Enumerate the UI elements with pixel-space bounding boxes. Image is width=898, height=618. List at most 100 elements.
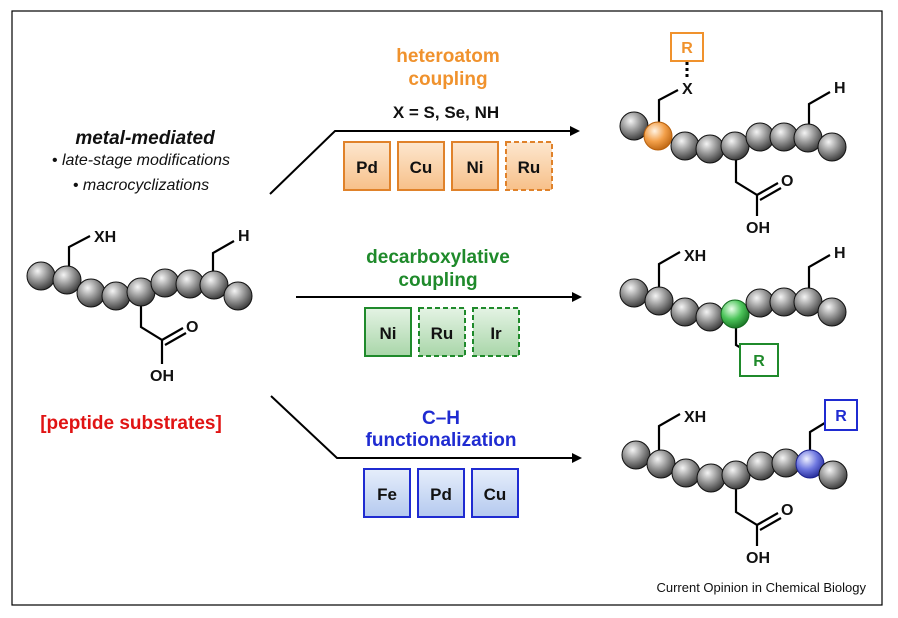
substrate-peptide: XH H O OH <box>26 228 253 385</box>
residue-bead <box>720 131 750 161</box>
bullet-late-stage: • late-stage modifications <box>52 152 230 169</box>
metal-box-cu-label: Cu <box>410 158 433 177</box>
ch-title-2: functionalization <box>366 430 517 451</box>
metal-box-ni-label: Ni <box>467 158 484 177</box>
product-h-label: H <box>834 245 846 262</box>
product-oh-label: OH <box>746 220 770 237</box>
residue-bead <box>817 297 847 327</box>
residue-bead <box>26 261 56 291</box>
arrow-heteroatom <box>269 126 580 195</box>
substrate-o-label: O <box>186 319 198 336</box>
substrate-carbonyl-double <box>164 332 187 346</box>
metal-box-pd-label: Pd <box>356 158 378 177</box>
product-x-label: X <box>682 81 693 98</box>
residue-bead <box>721 460 751 490</box>
product-h-sidechain <box>807 91 831 133</box>
product-r-box <box>739 343 779 377</box>
product-x-sidechain <box>657 89 679 125</box>
ch-title-1: C–H <box>422 408 460 429</box>
residue-bead <box>696 463 726 493</box>
metal-box-ni <box>364 307 412 357</box>
product-xh-label: XH <box>684 248 706 265</box>
metal-box-ru-label: Ru <box>518 158 541 177</box>
metal-box-cu <box>397 141 445 191</box>
residue-bead <box>199 270 229 300</box>
metal-box-cu-label: Cu <box>484 485 507 504</box>
product-oh-label: OH <box>746 550 770 567</box>
residue-bead <box>619 278 649 308</box>
residue-bead <box>746 451 776 481</box>
residue-bead <box>695 134 725 164</box>
substrate-h-label: H <box>238 228 250 245</box>
metal-box-fe-label: Fe <box>377 485 397 504</box>
heteroatom-product: R X H O OH <box>619 32 847 237</box>
substrate-xh-label: XH <box>94 229 116 246</box>
product-xh-label: XH <box>684 409 706 426</box>
metal-box-ir-dashed <box>472 307 520 357</box>
metal-box-ru-label: Ru <box>431 324 454 343</box>
product-residues <box>619 111 847 164</box>
residue-bead <box>671 458 701 488</box>
bullet-macrocyclizations: • macrocyclizations <box>73 177 209 194</box>
metal-box-pd-label: Pd <box>430 485 452 504</box>
residue-bead <box>150 268 180 298</box>
product-carbonyl-double <box>759 517 782 531</box>
product-xh-sidechain <box>657 251 681 290</box>
product-carbonyl <box>756 182 779 196</box>
residue-bead <box>670 131 700 161</box>
product-carbonyl-double <box>759 187 782 201</box>
source-credit: Current Opinion in Chemical Biology <box>656 580 866 595</box>
decarboxylative-product: XH H R <box>619 245 847 377</box>
metal-box-pd <box>343 141 391 191</box>
metal-box-ni <box>451 141 499 191</box>
product-r-label: R <box>753 353 765 370</box>
metal-box-fe <box>363 468 411 518</box>
product-o-label: O <box>781 173 793 190</box>
metal-box-ir-label: Ir <box>490 324 502 343</box>
residue-bead <box>52 265 82 295</box>
residue-bead <box>646 449 676 479</box>
metal-box-pd <box>417 468 465 518</box>
decarboxylative-title-1: decarboxylative <box>366 247 510 268</box>
metal-box-ru-dashed <box>418 307 466 357</box>
metal-box-ru-dashed <box>505 141 553 191</box>
residue-bead <box>644 286 674 316</box>
product-r-sidechain <box>808 420 829 456</box>
product-h-label: H <box>834 80 846 97</box>
heteroatom-title-1: heteroatom <box>396 46 499 67</box>
residue-bead <box>818 460 848 490</box>
residue-bead <box>223 281 253 311</box>
decarboxylative-title-2: coupling <box>398 270 477 291</box>
substrate-oh-label: OH <box>150 368 174 385</box>
residue-bead <box>670 297 700 327</box>
product-r-label: R <box>835 408 847 425</box>
product-residues <box>621 440 848 493</box>
heteroatom-condition: X = S, Se, NH <box>393 103 499 122</box>
residue-bead <box>817 132 847 162</box>
residue-bead <box>76 278 106 308</box>
product-carbonyl <box>756 512 779 526</box>
decarboxylative-metal-boxes: Ni Ru Ir <box>364 307 520 357</box>
metal-box-ni-label: Ni <box>380 324 397 343</box>
product-acid-sidechain <box>734 150 759 216</box>
metal-box-cu <box>471 468 519 518</box>
product-r-label: R <box>681 40 693 57</box>
product-h-sidechain <box>807 254 831 296</box>
residue-bead <box>101 281 131 311</box>
substrate-residues <box>26 261 253 311</box>
ch-product: XH R O OH <box>621 399 858 567</box>
product-o-label: O <box>781 502 793 519</box>
residue-bead-modified <box>643 121 673 151</box>
arrow-ch-functionalization <box>270 395 582 463</box>
residue-bead <box>695 302 725 332</box>
substrate-acid-sidechain <box>139 296 164 364</box>
ch-metal-boxes: Fe Pd Cu <box>363 468 519 518</box>
product-residues <box>619 278 847 332</box>
residue-bead-modified <box>720 299 750 329</box>
heteroatom-metal-boxes: Pd Cu Ni Ru <box>343 141 553 191</box>
substrate-caption: [peptide substrates] <box>40 413 222 434</box>
heteroatom-title-2: coupling <box>408 69 487 90</box>
product-acid-sidechain <box>734 480 759 546</box>
product-r-box <box>824 399 858 431</box>
